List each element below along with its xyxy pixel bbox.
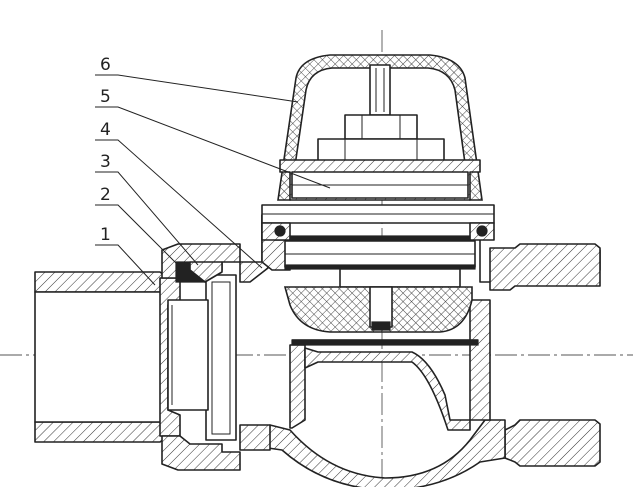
callout-number: 3 [100, 152, 111, 172]
callout-number: 5 [100, 87, 111, 107]
valve-disc [283, 268, 479, 346]
union-tailpiece [34, 271, 181, 443]
valve-stem [369, 64, 391, 116]
callout-6: 6 [95, 55, 299, 103]
valve-body [239, 211, 601, 487]
callout-number: 4 [100, 120, 111, 140]
callout-number: 6 [100, 55, 111, 75]
seal-ring [175, 261, 223, 283]
callout-number: 2 [100, 185, 111, 205]
callout-3: 3 [95, 152, 199, 266]
protective-cap [277, 54, 483, 201]
bonnet [261, 159, 495, 270]
callout-5: 5 [95, 87, 331, 189]
callout-number: 1 [100, 225, 111, 245]
callout-4: 4 [95, 120, 263, 269]
insert-tube [167, 299, 209, 411]
callout-1: 1 [95, 225, 156, 286]
lock-nuts [317, 114, 445, 166]
callout-2: 2 [95, 185, 179, 266]
